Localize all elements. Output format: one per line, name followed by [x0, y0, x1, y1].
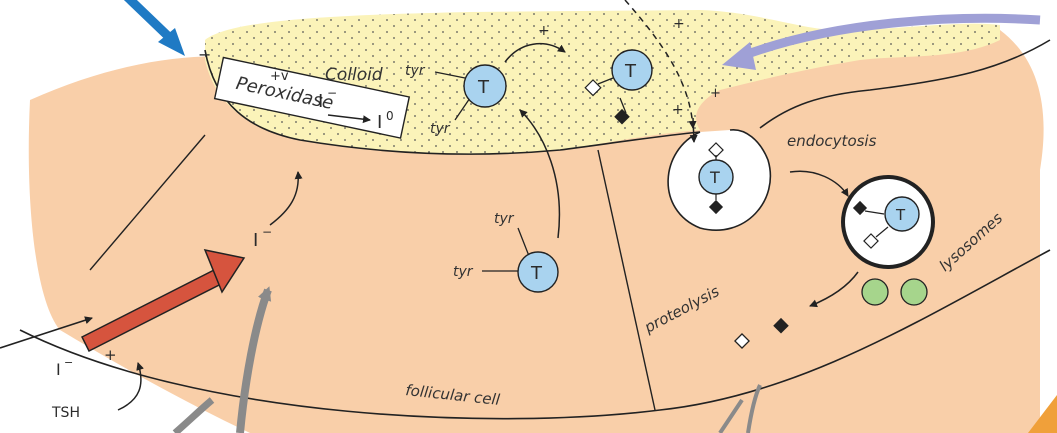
- phagolysosome: T: [841, 175, 935, 269]
- tyr-label-mid-top: tyr: [494, 211, 515, 227]
- tsh-label: TSH: [51, 405, 80, 421]
- lysosome-2: [901, 279, 927, 305]
- thyroglobulin-T-4: T: [895, 206, 906, 224]
- endocytosis-label: endocytosis: [787, 132, 877, 150]
- thyroglobulin-T: T: [477, 77, 490, 98]
- plus-membrane: +: [672, 102, 684, 118]
- iodide-cell-charge: −: [262, 225, 272, 239]
- iodide-outside-label: I: [56, 360, 61, 379]
- thyroglobulin-T-3: T: [709, 168, 720, 187]
- lysosome-1: [862, 279, 888, 305]
- iodide-colloid-label: I: [318, 91, 323, 112]
- blue-arrow-icon: [120, 0, 185, 56]
- tyr-label-bottom: tyr: [430, 121, 451, 137]
- minus-sign: −: [198, 45, 211, 64]
- membrane-charge-label: +v: [270, 69, 289, 84]
- vesicle-entry-arrow: [693, 118, 694, 142]
- iodide-outside-charge: −: [64, 356, 73, 369]
- plus-dashed: +: [673, 16, 685, 32]
- tyr-label-mid-left: tyr: [453, 264, 474, 280]
- iodide-cell-label: I: [253, 230, 258, 251]
- iodine-charge: 0: [386, 109, 394, 123]
- thyroglobulin-T-2: T: [624, 61, 637, 82]
- tyr-label-top: tyr: [405, 63, 426, 79]
- plus-top: +: [538, 23, 550, 39]
- thyroglobulin-T-5: T: [530, 263, 543, 284]
- tsh-plus: +: [104, 346, 117, 364]
- plus-small: +: [710, 86, 721, 101]
- colloid-label: Colloid: [325, 65, 383, 85]
- iodine-label: I: [377, 112, 382, 133]
- iodide-colloid-charge: −: [327, 86, 337, 100]
